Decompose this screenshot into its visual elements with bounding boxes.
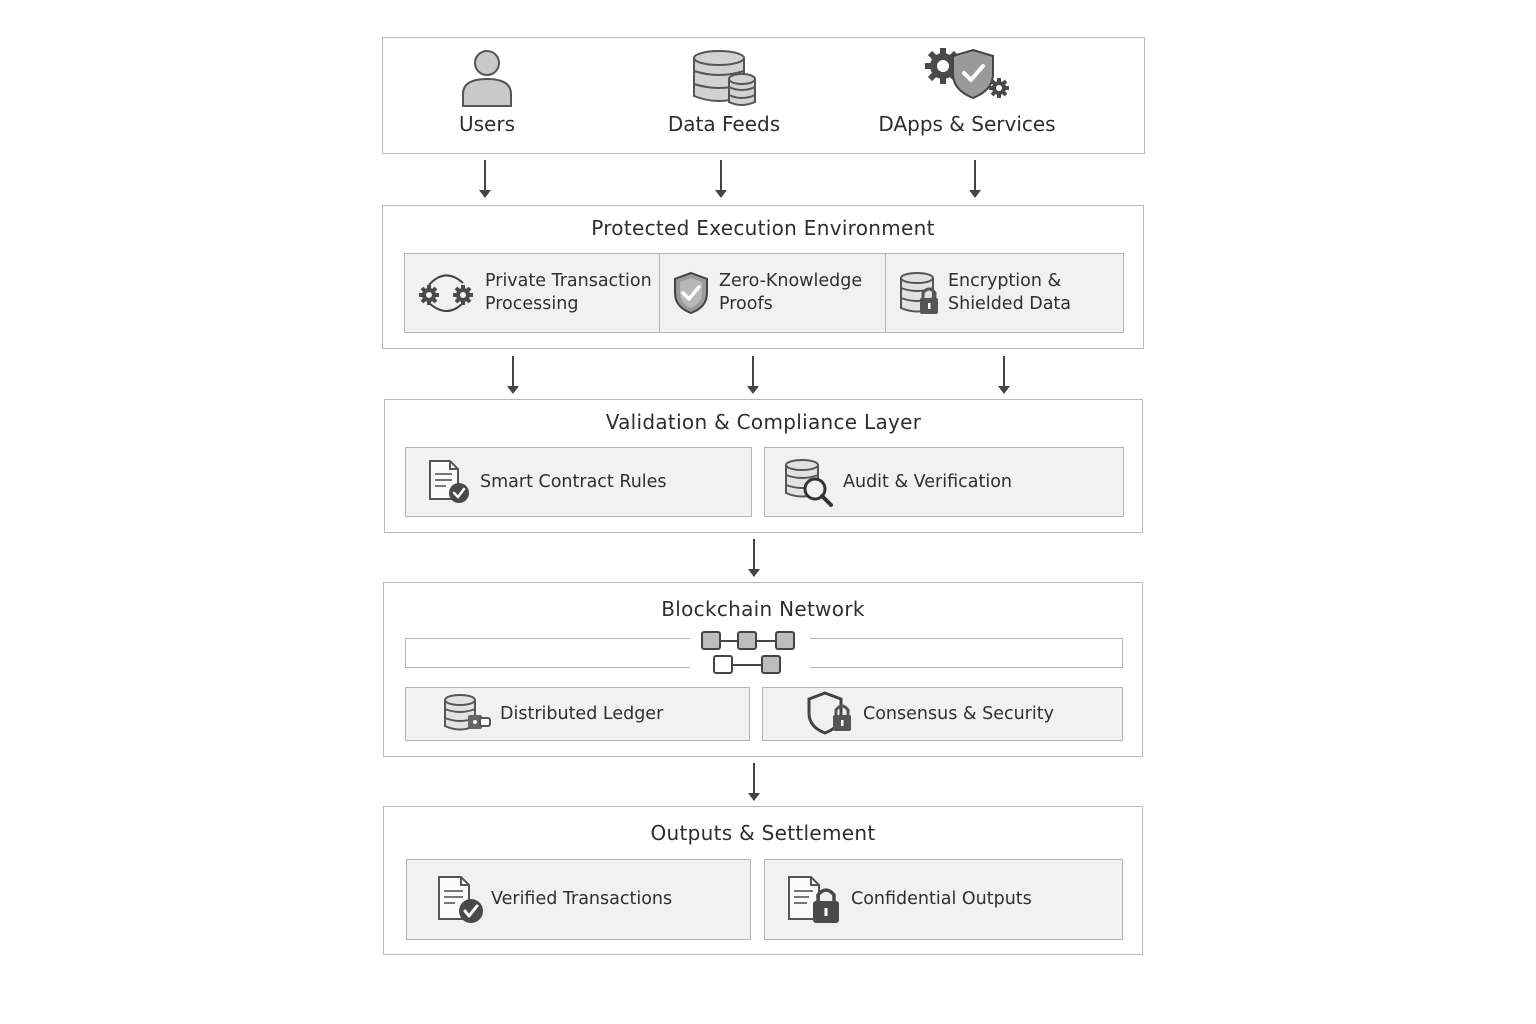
blockchain-layer: Blockchain Network: [383, 582, 1143, 757]
shield-check-icon: [673, 271, 709, 315]
consensus-label: Consensus & Security: [863, 703, 1054, 724]
users-node[interactable]: Users: [443, 48, 531, 136]
database-lock-icon: [898, 270, 942, 316]
arrow-private-down: [507, 356, 519, 394]
protected-execution-layer: Protected Execution Environment Private …: [382, 205, 1144, 349]
blockchain-blocks-icon: [690, 629, 810, 677]
private-transaction-label-line2: Processing: [485, 294, 579, 314]
database-icon: [689, 48, 759, 108]
encryption-label-line1: Encryption &: [948, 271, 1062, 291]
validation-title: Validation & Compliance Layer: [605, 410, 922, 434]
data-feeds-node[interactable]: Data Feeds: [659, 48, 789, 136]
confidential-outputs-card[interactable]: Confidential Outputs: [764, 859, 1123, 940]
users-label: Users: [458, 112, 515, 136]
dapps-node[interactable]: DApps & Services: [869, 44, 1065, 136]
sources-layer: Users Data Feeds: [382, 37, 1145, 154]
arrow-zk-down: [747, 356, 759, 394]
audit-card[interactable]: Audit & Verification: [764, 447, 1124, 517]
smart-contract-card[interactable]: Smart Contract Rules: [405, 447, 752, 517]
arrow-blockchain-down: [748, 763, 760, 801]
arrow-encryption-down: [998, 356, 1010, 394]
audit-label: Audit & Verification: [843, 471, 1012, 492]
encryption-card[interactable]: Encryption & Shielded Data: [885, 253, 1124, 333]
protected-execution-title: Protected Execution Environment: [591, 216, 935, 240]
validation-layer: Validation & Compliance Layer Smart Cont…: [384, 399, 1143, 533]
blockchain-title: Blockchain Network: [661, 597, 865, 621]
document-lock-icon: [785, 875, 843, 925]
confidential-outputs-label: Confidential Outputs: [851, 889, 1032, 909]
ledger-database-icon: [442, 693, 492, 735]
zero-knowledge-label-line2: Proofs: [719, 294, 773, 314]
verified-transactions-card[interactable]: Verified Transactions: [406, 859, 751, 940]
arrow-users-down: [479, 160, 491, 198]
zero-knowledge-label-line1: Zero-Knowledge: [719, 271, 863, 291]
zero-knowledge-card[interactable]: Zero-Knowledge Proofs: [659, 253, 887, 333]
document-check-icon: [435, 875, 485, 925]
private-transaction-card[interactable]: Private Transaction Processing: [404, 253, 660, 333]
database-search-icon: [783, 457, 835, 507]
outputs-title: Outputs & Settlement: [650, 821, 876, 845]
user-icon: [460, 48, 514, 108]
document-check-icon: [426, 459, 472, 505]
shield-lock-icon: [807, 691, 857, 737]
consensus-card[interactable]: Consensus & Security: [762, 687, 1123, 741]
arrow-validation-down: [748, 539, 760, 577]
gears-cycle-icon: [417, 269, 475, 317]
verified-transactions-label: Verified Transactions: [491, 889, 673, 909]
data-feeds-label: Data Feeds: [667, 112, 781, 136]
private-transaction-label-line1: Private Transaction: [485, 271, 652, 291]
encryption-label-line2: Shielded Data: [948, 294, 1072, 314]
arrow-feeds-down: [715, 160, 727, 198]
dapps-label: DApps & Services: [878, 112, 1056, 136]
outputs-layer: Outputs & Settlement Verified Transactio…: [383, 806, 1143, 955]
arrow-dapps-down: [969, 160, 981, 198]
distributed-ledger-label: Distributed Ledger: [500, 703, 664, 724]
smart-contract-label: Smart Contract Rules: [480, 471, 667, 492]
distributed-ledger-card[interactable]: Distributed Ledger: [405, 687, 750, 741]
gear-shield-icon: [921, 44, 1013, 108]
